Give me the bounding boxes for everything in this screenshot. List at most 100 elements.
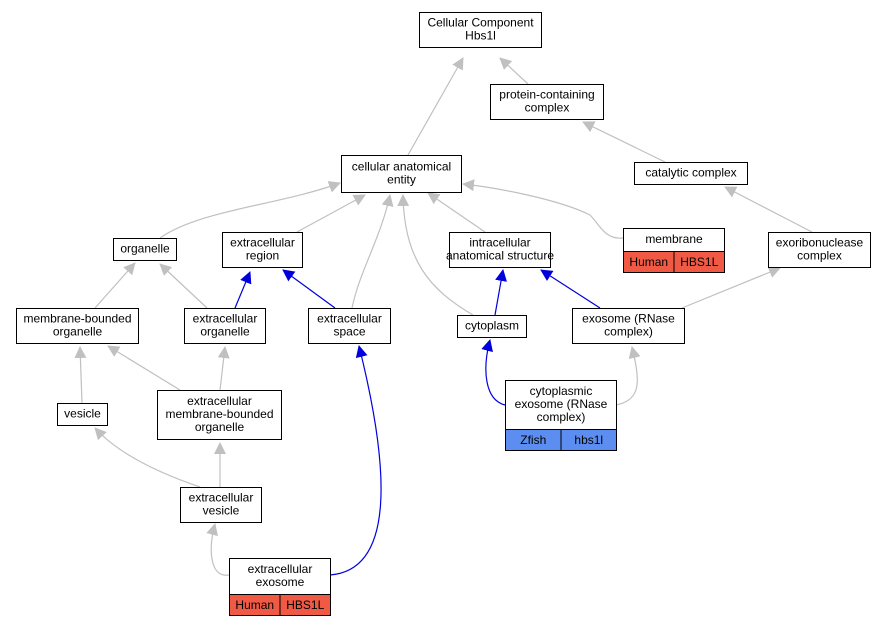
node-label-line: complex) (537, 410, 586, 424)
node-label-line: complex (525, 101, 570, 115)
edge-cytoplasm-to-intracellular (494, 269, 507, 316)
node-label-line: exoribonuclease (776, 236, 864, 250)
node-label-line: extracellular (230, 236, 295, 250)
tag-label: Human (235, 598, 274, 612)
node-box (341, 155, 462, 193)
node-label-line: organelle (195, 420, 245, 434)
edge-ec-mbo-to-ec-organelle (217, 346, 230, 391)
node-label-line: complex) (604, 325, 653, 339)
node-label-line: catalytic complex (645, 166, 736, 180)
tag-label: Human (629, 255, 668, 269)
node-label-line: extracellular (248, 562, 313, 576)
node-label-line: organelle (120, 242, 170, 256)
node-vesicle[interactable]: vesicle (57, 403, 108, 426)
node-label-line: region (246, 249, 279, 263)
node-label-line: organelle (200, 325, 250, 339)
node-label-line: extracellular (193, 312, 258, 326)
node-label-line: vesicle (203, 504, 240, 518)
node-label-line: protein-containing (499, 88, 594, 102)
node-label-line: intracellular (469, 236, 530, 250)
node-label-line: vesicle (64, 407, 101, 421)
node-cytoplasm[interactable]: cytoplasm (457, 315, 527, 338)
edge-ec-vesicle-to-vesicle (94, 427, 201, 488)
node-label-line: space (333, 325, 365, 339)
node-label-line: membrane-bounded (23, 312, 131, 326)
node-label-line: membrane-bounded (165, 407, 273, 421)
edge-ec-region-to-cae (296, 194, 366, 233)
edge-ec-space-to-ec-region (282, 269, 336, 309)
node-box (457, 315, 527, 338)
node-label-line: exosome (RNase (582, 312, 675, 326)
tag-cell (673, 251, 725, 273)
node-label-line: extracellular (317, 312, 382, 326)
node-label-line: cytoplasmic (530, 384, 593, 398)
tag-label: HBS1L (680, 255, 718, 269)
node-box (634, 162, 748, 185)
edges-layer (74, 57, 813, 576)
node-label-line: membrane (645, 232, 703, 246)
node-box (113, 238, 177, 261)
edge-mbo-to-organelle (94, 262, 136, 309)
node-box (57, 403, 108, 426)
tag-label: Zfish (520, 433, 546, 447)
edge-ec-exosome-to-ec-space (329, 345, 382, 576)
tag-cell (560, 429, 617, 451)
edge-cae-to-root (407, 57, 464, 156)
edge-ec-mbo-to-mbo (107, 345, 181, 391)
node-label-line: cytoplasm (465, 319, 519, 333)
node-organelle[interactable]: organelle (113, 238, 177, 261)
node-box (184, 308, 266, 344)
node-label-line: extracellular (189, 491, 254, 505)
node-catalytic[interactable]: catalytic complex (634, 162, 748, 185)
edge-exosome-to-intracellular (540, 269, 601, 309)
edge-cytoplasm-to-cae (397, 194, 474, 316)
node-box (419, 12, 542, 48)
node-box (490, 84, 604, 120)
edge-catalytic-to-protein-complex (582, 121, 666, 163)
node-label-line: anatomical structure (446, 249, 554, 263)
node-label-line: exosome (RNase (515, 397, 608, 411)
node-label-line: extracellular (187, 394, 252, 408)
edge-ec-exosome-to-ec-vesicle (206, 523, 230, 576)
node-label-line: cellular anatomical (352, 160, 451, 174)
node-label-line: entity (387, 173, 416, 187)
node-box (157, 390, 282, 440)
node-box (308, 308, 391, 344)
edge-exoribonuclease-to-catalytic (724, 186, 813, 233)
edge-vesicle-to-mbo (74, 346, 87, 404)
node-box (768, 232, 871, 268)
node-box (180, 487, 262, 523)
node-box (449, 232, 551, 268)
edge-ec-organelle-to-organelle (159, 263, 208, 309)
node-label-line: Cellular Component (427, 16, 534, 30)
edge-exosome-to-exoribonuclease (681, 266, 781, 309)
tag-label: hbs1l (574, 433, 603, 447)
node-box (572, 308, 685, 344)
edge-cyto-exosome-to-exosome (615, 346, 641, 406)
edge-ec-space-to-cae (351, 194, 394, 309)
edge-organelle-to-cae (159, 181, 341, 239)
node-label-line: Hbs1l (465, 29, 496, 43)
node-label-line: organelle (53, 325, 103, 339)
edge-protein-complex-to-root (499, 57, 529, 85)
edge-ec-organelle-to-ec-region (234, 271, 252, 309)
edge-membrane-to-cae (462, 179, 624, 239)
node-label-line: exosome (256, 575, 305, 589)
